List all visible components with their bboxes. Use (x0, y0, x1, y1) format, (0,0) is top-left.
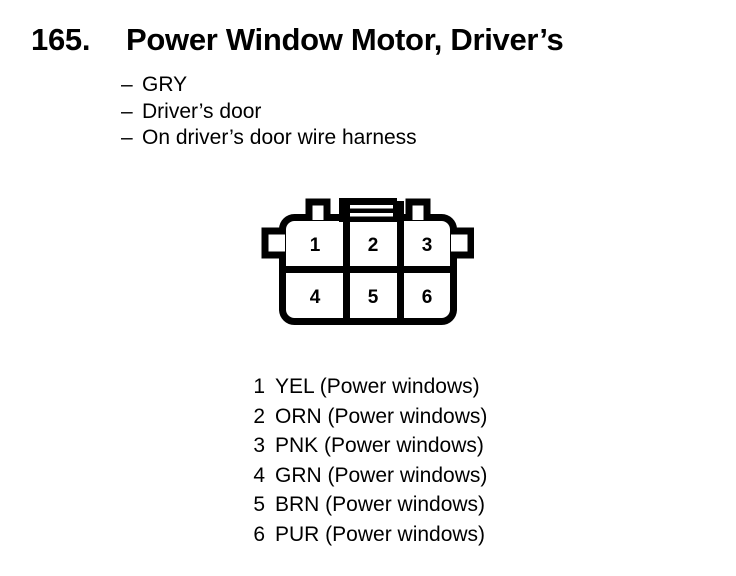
page-title-number: 165. (31, 22, 91, 57)
legend-pin-description: YEL (Power windows) (275, 375, 480, 398)
connector-housing-shape (261, 198, 474, 326)
note-item: –GRY (121, 72, 417, 99)
note-item-label: Driver’s door (142, 99, 262, 123)
legend-pin-description: BRN (Power windows) (275, 493, 486, 516)
legend-row: 3 PNK (Power windows) (243, 431, 487, 461)
legend-pin-description: ORN (Power windows) (275, 404, 488, 428)
note-item-label: GRY (142, 73, 188, 96)
note-item-label: On driver’s door wire harness (142, 126, 417, 149)
connector-pin-5: 5 (368, 287, 379, 308)
legend-pin-description: PNK (Power windows) (275, 434, 484, 457)
pin-legend: 1 YEL (Power windows) 2 ORN (Power windows… (243, 372, 487, 549)
note-item: –Driver’s door (121, 99, 417, 126)
page-title-name: Power Window Motor, Driver’s (126, 22, 564, 57)
connector-pin-2: 2 (368, 235, 379, 256)
legend-pin-number: 6 (253, 522, 265, 546)
legend-pin-number: 3 (253, 434, 265, 457)
dash-bullet-icon: – (121, 73, 133, 96)
note-item: –On driver’s door wire harness (121, 125, 417, 152)
connector-pin-4: 4 (310, 287, 321, 308)
legend-row: 4 GRN (Power windows) (243, 461, 487, 491)
connector-pin-1: 1 (310, 235, 321, 256)
connector-pin-numbers: 1 2 3 4 5 6 (310, 235, 433, 308)
legend-pin-number: 2 (253, 404, 265, 428)
connector-pin-6: 6 (422, 287, 433, 308)
legend-pin-description: GRN (Power windows) (275, 463, 488, 487)
legend-pin-number: 5 (253, 493, 265, 516)
connector-diagram: 1 2 3 4 5 6 (258, 193, 474, 328)
legend-pin-number: 1 (253, 375, 265, 398)
legend-row: 2 ORN (Power windows) (243, 402, 487, 432)
notes-list: –GRY –Driver’s door –On driver’s door wi… (121, 72, 417, 152)
dash-bullet-icon: – (121, 99, 133, 123)
legend-pin-number: 4 (253, 463, 265, 487)
legend-row: 5 BRN (Power windows) (243, 490, 487, 520)
legend-pin-description: PUR (Power windows) (275, 522, 486, 546)
dash-bullet-icon: – (121, 126, 133, 149)
page-title: 165. Power Window Motor, Driver’s (31, 22, 564, 58)
connector-pin-3: 3 (422, 235, 433, 256)
legend-row: 1 YEL (Power windows) (243, 372, 487, 402)
legend-row: 6 PUR (Power windows) (243, 520, 487, 550)
